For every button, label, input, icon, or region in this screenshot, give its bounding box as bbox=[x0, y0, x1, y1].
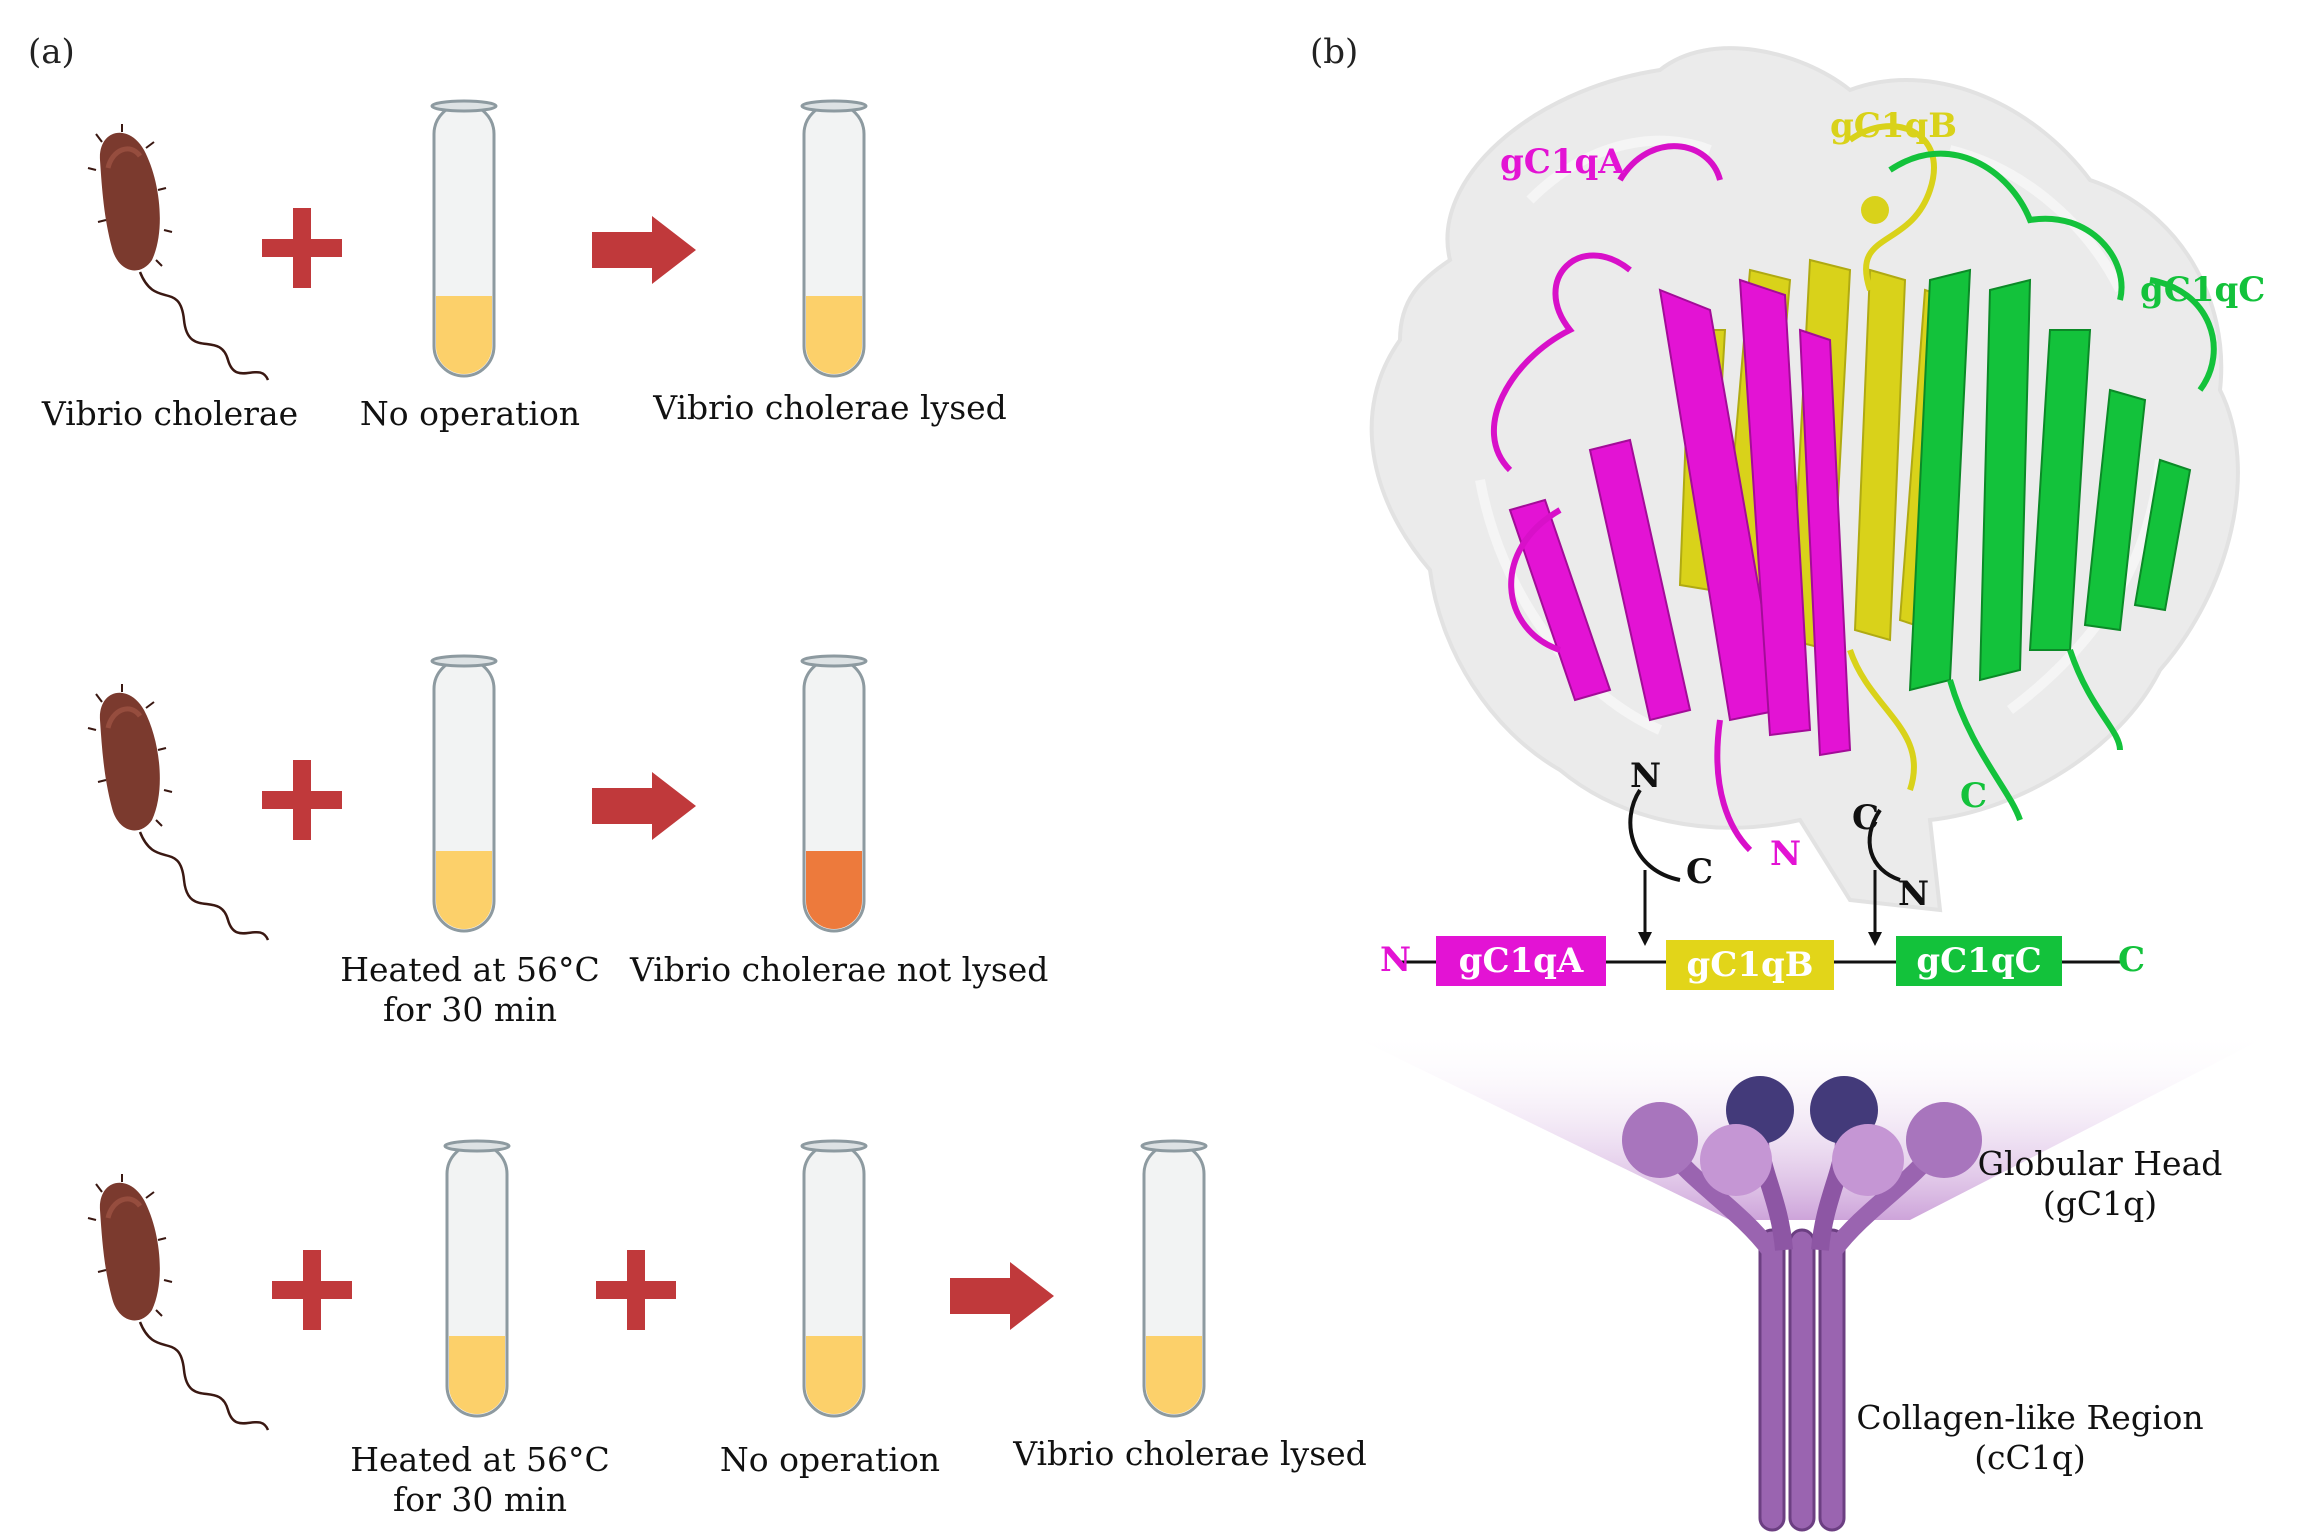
label-n-terminal-a: N bbox=[1630, 756, 1662, 796]
label-n-terminal-magenta: N bbox=[1770, 834, 1802, 874]
gene-c-label: C bbox=[2118, 940, 2146, 980]
label-chain-c: gC1qC bbox=[2140, 270, 2266, 310]
label-c-terminal-b: C bbox=[1852, 798, 1880, 838]
c1q-head-line1: Globular Head bbox=[1977, 1144, 2223, 1183]
caption-tube-row3-b: No operation bbox=[719, 1440, 941, 1479]
caption-tube-row2-line2: for 30 min bbox=[383, 990, 557, 1029]
c1q-head-label: Globular Head (gC1q) bbox=[1940, 1144, 2260, 1224]
chain-green bbox=[1888, 150, 2217, 822]
chain-magenta bbox=[1490, 143, 1852, 853]
test-tube-row1-a bbox=[430, 99, 498, 378]
test-tube-row2-result bbox=[800, 654, 868, 933]
gene-box-b: gC1qB bbox=[1666, 940, 1834, 990]
bacterium-row3 bbox=[100, 1210, 300, 1450]
panel-label-a: (a) bbox=[28, 32, 75, 72]
arrow-row1 bbox=[592, 216, 696, 284]
test-tube-row2-a bbox=[430, 654, 498, 933]
label-c-terminal-green: C bbox=[1960, 776, 1988, 816]
c1q-head-line2: (gC1q) bbox=[2042, 1184, 2158, 1223]
test-tube-row3-a bbox=[443, 1139, 511, 1418]
caption-result-row1: Vibrio cholerae lysed bbox=[653, 388, 1007, 427]
caption-tube-row2: Heated at 56°C for 30 min bbox=[330, 950, 610, 1030]
caption-bacterium-row1: Vibrio cholerae bbox=[41, 394, 299, 433]
label-chain-b: gC1qB bbox=[1830, 106, 1958, 146]
gene-box-c: gC1qC bbox=[1896, 936, 2062, 986]
plus-icon-row1 bbox=[262, 208, 342, 288]
c1q-molecule bbox=[1340, 1030, 2280, 1532]
caption-tube-row3-a-line1: Heated at 56°C bbox=[350, 1440, 610, 1479]
caption-result-row3: Vibrio cholerae lysed bbox=[1013, 1434, 1367, 1473]
c1q-tail-line1: Collagen-like Region bbox=[1856, 1398, 2204, 1437]
label-c-terminal-a: C bbox=[1686, 852, 1714, 892]
caption-tube-row1: No operation bbox=[359, 394, 581, 433]
caption-tube-row3-a: Heated at 56°C for 30 min bbox=[340, 1440, 620, 1520]
gene-n-label: N bbox=[1380, 940, 1412, 980]
arrow-row3 bbox=[950, 1262, 1054, 1330]
bacterium-row2 bbox=[100, 720, 300, 960]
plus-icon-row3-b bbox=[596, 1250, 676, 1330]
label-chain-a: gC1qA bbox=[1500, 142, 1625, 182]
c1q-tail-label: Collagen-like Region (cC1q) bbox=[1830, 1398, 2230, 1478]
caption-tube-row2-line1: Heated at 56°C bbox=[340, 950, 600, 989]
bacterium-row1 bbox=[100, 160, 300, 400]
label-n-terminal-b: N bbox=[1898, 874, 1930, 914]
arrow-row2 bbox=[592, 772, 696, 840]
caption-result-row2: Vibrio cholerae not lysed bbox=[630, 950, 1049, 989]
caption-tube-row3-a-line2: for 30 min bbox=[393, 1480, 567, 1519]
panel-label-b: (b) bbox=[1310, 32, 1359, 72]
terminal-arcs bbox=[1628, 788, 1901, 946]
plus-icon-row2 bbox=[262, 760, 342, 840]
test-tube-row1-result bbox=[800, 99, 868, 378]
test-tube-row3-result bbox=[1140, 1139, 1208, 1418]
gene-box-a: gC1qA bbox=[1436, 936, 1606, 986]
plus-icon-row3-a bbox=[272, 1250, 352, 1330]
c1q-tail-line2: (cC1q) bbox=[1974, 1438, 2086, 1477]
test-tube-row3-b bbox=[800, 1139, 868, 1418]
